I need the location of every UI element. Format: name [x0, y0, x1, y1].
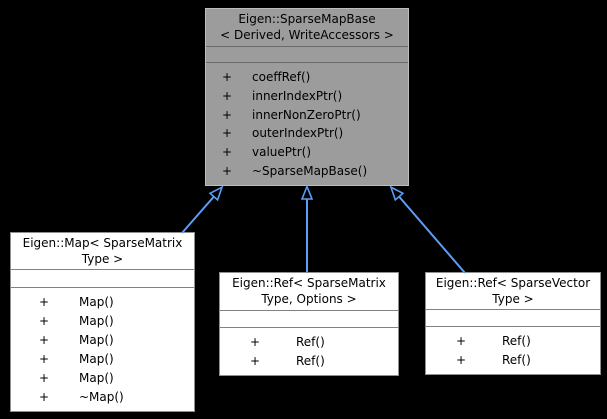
method-name: Ref()	[296, 354, 325, 368]
method-row: + coeffRef()	[206, 70, 408, 84]
method-row: + ~Map()	[11, 390, 194, 404]
visibility-symbol: +	[222, 69, 233, 84]
method-name: ~Map()	[79, 390, 124, 404]
method-row: + Ref()	[426, 334, 600, 348]
class-title-line: Eigen::Ref< SparseVector	[435, 275, 591, 290]
method-name: ~SparseMapBase()	[252, 164, 368, 179]
method-name: coeffRef()	[252, 69, 311, 84]
visibility-symbol: +	[250, 335, 261, 349]
class-title-line: Type, Options >	[261, 292, 357, 306]
inheritance-arrow-refvector-to-base	[399, 197, 466, 274]
class-node-ref-sparsevector[interactable]: Eigen::Ref< SparseVector Type > + Ref() …	[425, 272, 601, 375]
inheritance-arrow-map-to-base	[181, 197, 214, 234]
visibility-symbol: +	[222, 164, 233, 179]
visibility-symbol: +	[250, 354, 261, 368]
method-name: Map()	[79, 295, 114, 309]
method-row: + outerIndexPtr()	[206, 126, 408, 140]
methods-compartment: + Ref() + Ref()	[220, 328, 398, 375]
attributes-compartment	[11, 270, 194, 288]
method-name: Map()	[79, 314, 114, 328]
methods-compartment: + Ref() + Ref()	[426, 327, 600, 374]
visibility-symbol: +	[39, 371, 50, 385]
class-title-line: < Derived, WriteAccessors >	[220, 28, 394, 42]
class-node-sparsemapbase[interactable]: Eigen::SparseMapBase < Derived, WriteAcc…	[205, 8, 409, 186]
method-name: innerNonZeroPtr()	[252, 107, 361, 122]
visibility-symbol: +	[222, 88, 233, 103]
class-title: Eigen::Ref< SparseMatrix Type, Options >	[220, 273, 398, 311]
class-title-line: Type >	[492, 291, 534, 306]
visibility-symbol: +	[222, 107, 233, 122]
visibility-symbol: +	[456, 334, 467, 348]
method-row: + valuePtr()	[206, 145, 408, 159]
method-name: Map()	[79, 371, 114, 385]
attributes-compartment	[220, 311, 398, 328]
method-name: outerIndexPtr()	[252, 126, 344, 141]
class-node-map-sparsematrix[interactable]: Eigen::Map< SparseMatrix Type > + Map() …	[10, 232, 195, 412]
method-name: Ref()	[502, 334, 531, 348]
class-title-line: Type >	[81, 251, 124, 266]
method-name: Map()	[79, 352, 114, 366]
method-row: + Map()	[11, 333, 194, 347]
method-row: + Map()	[11, 295, 194, 309]
method-row: + Map()	[11, 314, 194, 328]
method-row: + ~SparseMapBase()	[206, 164, 408, 178]
method-name: Ref()	[296, 335, 325, 349]
method-row: + Ref()	[220, 354, 398, 368]
attributes-compartment	[206, 47, 408, 63]
visibility-symbol: +	[39, 314, 50, 328]
visibility-symbol: +	[39, 295, 50, 309]
method-name: innerIndexPtr()	[252, 88, 343, 103]
class-title-line: Eigen::SparseMapBase	[238, 12, 376, 26]
visibility-symbol: +	[39, 352, 50, 366]
visibility-symbol: +	[456, 353, 467, 367]
methods-compartment: + coeffRef() + innerIndexPtr() + innerNo…	[206, 63, 408, 185]
method-row: + Map()	[11, 371, 194, 385]
class-title-line: Eigen::Map< SparseMatrix	[22, 235, 183, 250]
method-name: Ref()	[502, 353, 531, 367]
method-name: valuePtr()	[252, 145, 312, 160]
class-node-ref-sparsematrix[interactable]: Eigen::Ref< SparseMatrix Type, Options >…	[219, 272, 399, 376]
method-name: Map()	[79, 333, 114, 347]
visibility-symbol: +	[39, 333, 50, 347]
class-title: Eigen::Map< SparseMatrix Type >	[11, 233, 194, 270]
method-row: + Ref()	[426, 353, 600, 367]
methods-compartment: + Map() + Map() + Map() + Map() + Map() …	[11, 288, 194, 411]
class-title-line: Eigen::Ref< SparseMatrix	[232, 276, 386, 290]
method-row: + innerIndexPtr()	[206, 89, 408, 103]
attributes-compartment	[426, 310, 600, 327]
method-row: + Ref()	[220, 335, 398, 349]
method-row: + Map()	[11, 352, 194, 366]
class-title: Eigen::SparseMapBase < Derived, WriteAcc…	[206, 9, 408, 47]
visibility-symbol: +	[222, 126, 233, 141]
class-title: Eigen::Ref< SparseVector Type >	[426, 273, 600, 310]
visibility-symbol: +	[39, 390, 50, 404]
visibility-symbol: +	[222, 145, 233, 160]
method-row: + innerNonZeroPtr()	[206, 108, 408, 122]
